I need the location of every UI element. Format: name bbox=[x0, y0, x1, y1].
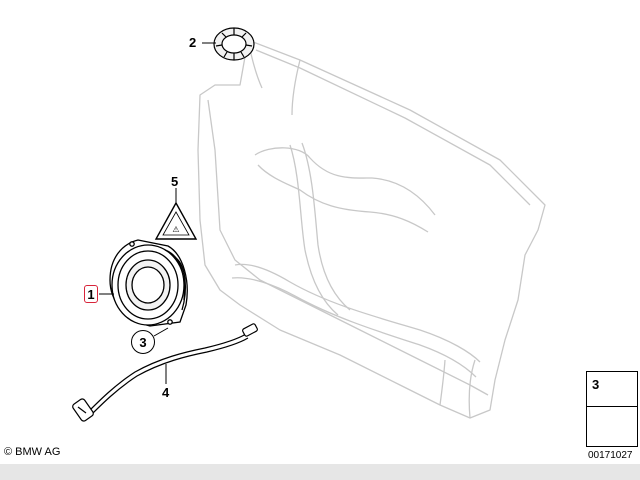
bottom-bar bbox=[0, 464, 640, 480]
callout-part-2: 2 bbox=[189, 35, 197, 50]
callout-part-3-label: 3 bbox=[139, 334, 147, 350]
legend-box: 3 bbox=[586, 371, 638, 447]
cable-part-4 bbox=[87, 333, 249, 417]
callout-part-1: 1 bbox=[84, 285, 98, 303]
grille-cap-part-2 bbox=[213, 27, 255, 61]
callout-part-1-label: 1 bbox=[87, 286, 95, 302]
legend-part-number: 3 bbox=[592, 377, 600, 392]
diagram-id: 00171027 bbox=[588, 450, 633, 461]
svg-text:⚠: ⚠ bbox=[172, 225, 179, 234]
callout-part-5: 5 bbox=[171, 174, 179, 189]
leader-line-part-3 bbox=[153, 327, 169, 337]
warning-sticker-part-5: ⚠ bbox=[154, 201, 198, 240]
legend-divider bbox=[587, 406, 637, 407]
door-trim-panel bbox=[197, 39, 546, 419]
callout-part-3: 3 bbox=[131, 330, 155, 354]
cable-connector-left bbox=[72, 398, 94, 422]
loudspeaker-part-1 bbox=[109, 239, 188, 327]
cable-connector-right bbox=[242, 323, 258, 337]
copyright-text: © BMW AG bbox=[4, 446, 61, 458]
callout-part-4: 4 bbox=[162, 385, 170, 400]
